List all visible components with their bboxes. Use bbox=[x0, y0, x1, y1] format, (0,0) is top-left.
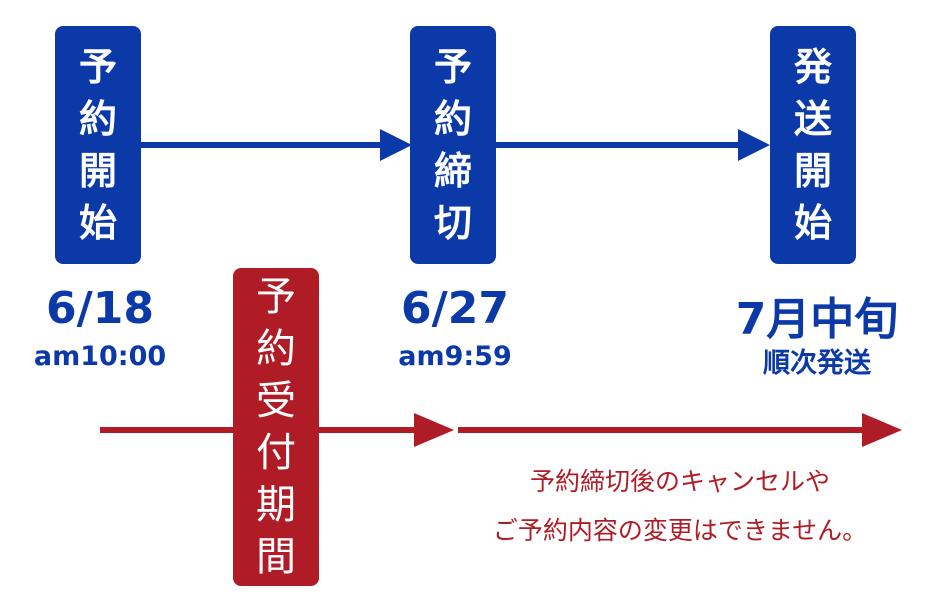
reservation-period-box: 予 約 受 付 期 間 bbox=[233, 268, 319, 586]
period-char-2: 約 bbox=[256, 326, 296, 372]
shipping-note: 順次発送 bbox=[763, 348, 871, 379]
blue-arrowhead-2 bbox=[738, 129, 770, 161]
step-box-shipping-char-2: 送 bbox=[793, 97, 832, 141]
period-char-4: 付 bbox=[256, 430, 296, 476]
cancel-note-line-1: 予約締切後のキャンセルや bbox=[529, 467, 830, 496]
shipping-date: 7月中旬 bbox=[735, 294, 899, 345]
step-box-deadline-char-2: 約 bbox=[433, 97, 472, 141]
period-char-3: 受 bbox=[256, 378, 296, 424]
start-time: am10:00 bbox=[33, 341, 167, 372]
red-arrowhead-2 bbox=[862, 413, 902, 447]
period-char-1: 予 bbox=[256, 274, 296, 320]
red-arrowhead-1 bbox=[414, 413, 454, 447]
step-box-deadline-char-4: 切 bbox=[433, 201, 472, 245]
step-box-start: 予 約 開 始 bbox=[55, 26, 141, 264]
step-box-start-char-2: 約 bbox=[78, 97, 117, 141]
deadline-time: am9:59 bbox=[398, 341, 512, 372]
step-box-deadline: 予 約 締 切 bbox=[410, 26, 496, 264]
step-box-start-char-3: 開 bbox=[78, 149, 117, 193]
step-box-start-char-1: 予 bbox=[78, 45, 117, 89]
period-char-6: 間 bbox=[256, 534, 296, 580]
start-date: 6/18 bbox=[46, 283, 154, 334]
cancel-note-line-2: ご予約内容の変更はできません。 bbox=[492, 516, 868, 545]
step-box-deadline-char-1: 予 bbox=[433, 45, 472, 89]
step-box-deadline-char-3: 締 bbox=[433, 149, 472, 193]
deadline-date: 6/27 bbox=[401, 283, 509, 334]
step-box-shipping-char-1: 発 bbox=[793, 45, 832, 89]
step-box-shipping-char-3: 開 bbox=[793, 149, 832, 193]
blue-arrowhead-1 bbox=[380, 129, 412, 161]
step-box-shipping: 発 送 開 始 bbox=[770, 26, 856, 264]
step-box-start-char-4: 始 bbox=[78, 201, 117, 245]
period-char-5: 期 bbox=[256, 482, 296, 528]
step-box-shipping-char-4: 始 bbox=[793, 201, 832, 245]
